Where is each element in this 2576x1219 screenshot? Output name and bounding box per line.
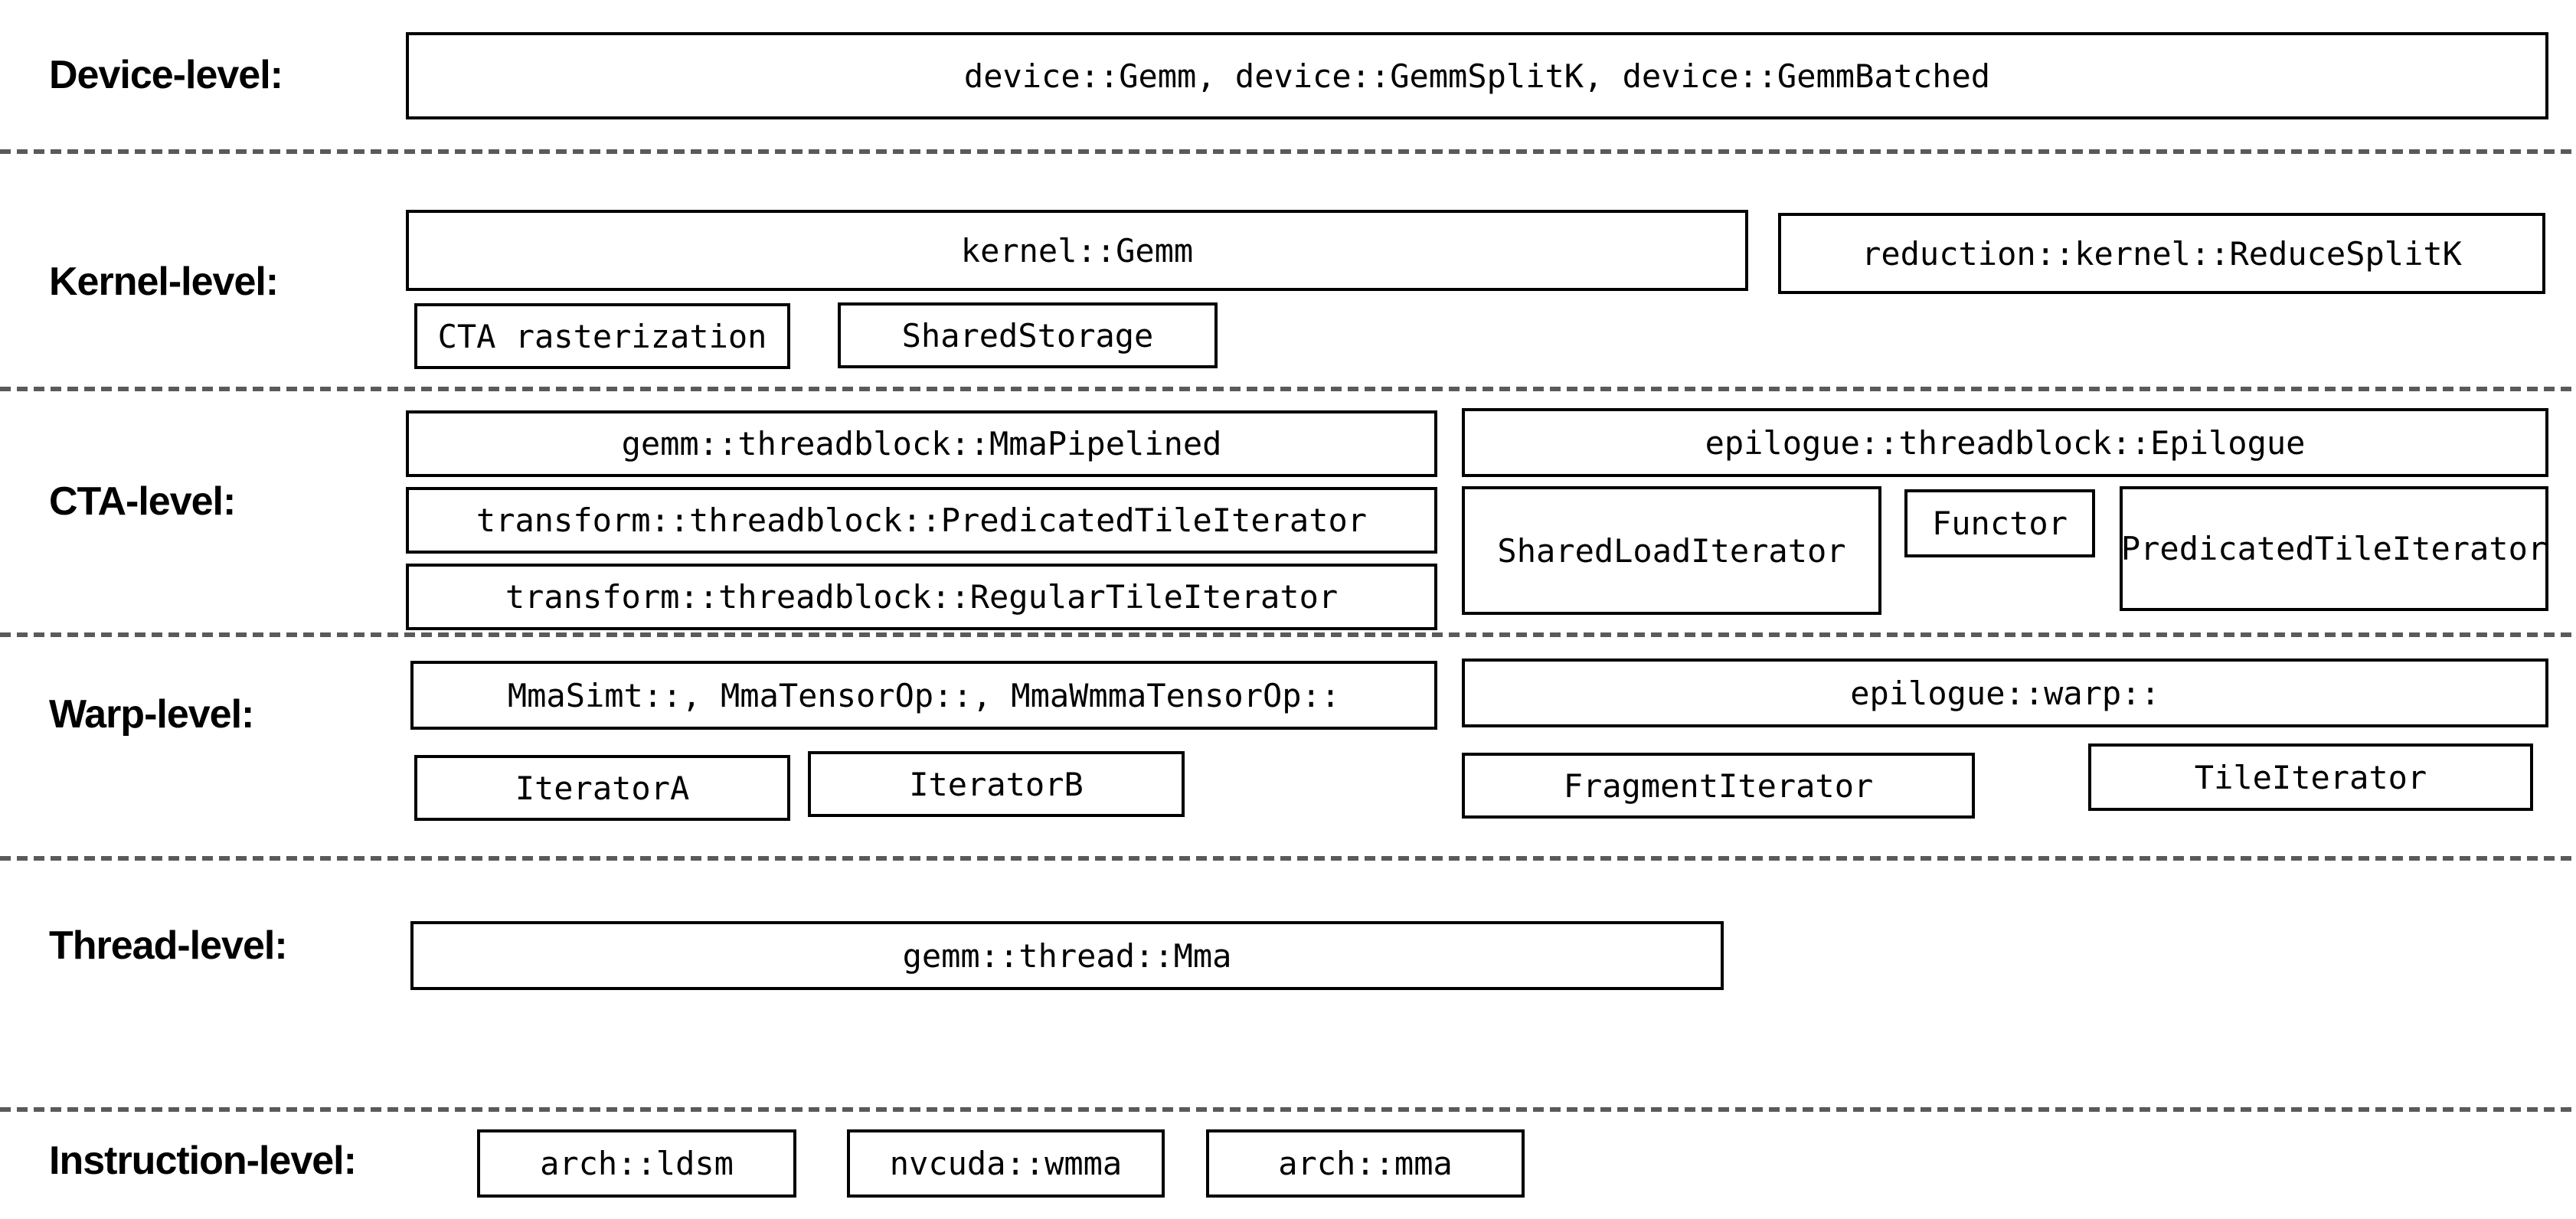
box-nvcuda-wmma: nvcuda::wmma [847,1129,1165,1198]
box-reduction-kernel-reduce-splitk: reduction::kernel::ReduceSplitK [1778,213,2545,294]
box-arch-mma: arch::mma [1206,1129,1525,1198]
row-label-instruction-level: Instruction-level: [49,1139,357,1183]
box-iterator-b: IteratorB [808,751,1185,817]
row-label-thread-level: Thread-level: [49,923,288,968]
row-label-kernel-level: Kernel-level: [49,260,279,304]
row-label-device-level: Device-level: [49,53,283,97]
box-iterator-a: IteratorA [414,755,790,821]
box-warp-mma-ops: MmaSimt::, MmaTensorOp::, MmaWmmaTensorO… [410,661,1437,730]
row-label-warp-level: Warp-level: [49,692,254,737]
box-gemm-threadblock-mma-pipelined: gemm::threadblock::MmaPipelined [406,410,1437,477]
box-tile-iterator: TileIterator [2088,743,2533,811]
box-transform-threadblock-predicated-tile-iterator: transform::threadblock::PredicatedTileIt… [406,487,1437,554]
box-functor: Functor [1904,489,2095,557]
separator-below-device-level [0,149,2576,154]
box-epilogue-threadblock-epilogue: epilogue::threadblock::Epilogue [1462,408,2548,477]
row-label-cta-level: CTA-level: [49,479,236,524]
separator-below-thread-level [0,1107,2576,1112]
box-epilogue-predicated-tile-iterator: PredicatedTileIterator [2120,486,2548,611]
separator-below-cta-level [0,632,2576,637]
box-gemm-thread-mma: gemm::thread::Mma [410,921,1724,990]
box-arch-ldsm: arch::ldsm [477,1129,796,1198]
box-cta-rasterization: CTA rasterization [414,303,790,369]
box-shared-storage: SharedStorage [838,302,1218,368]
box-fragment-iterator: FragmentIterator [1462,753,1975,819]
box-transform-threadblock-regular-tile-iterator: transform::threadblock::RegularTileItera… [406,564,1437,630]
box-shared-load-iterator: SharedLoadIterator [1462,486,1881,615]
separator-below-kernel-level [0,387,2576,391]
box-device-gemm-apis: device::Gemm, device::GemmSplitK, device… [406,32,2548,119]
box-kernel-gemm: kernel::Gemm [406,210,1748,291]
box-epilogue-warp: epilogue::warp:: [1462,659,2548,727]
separator-below-warp-level [0,856,2576,861]
